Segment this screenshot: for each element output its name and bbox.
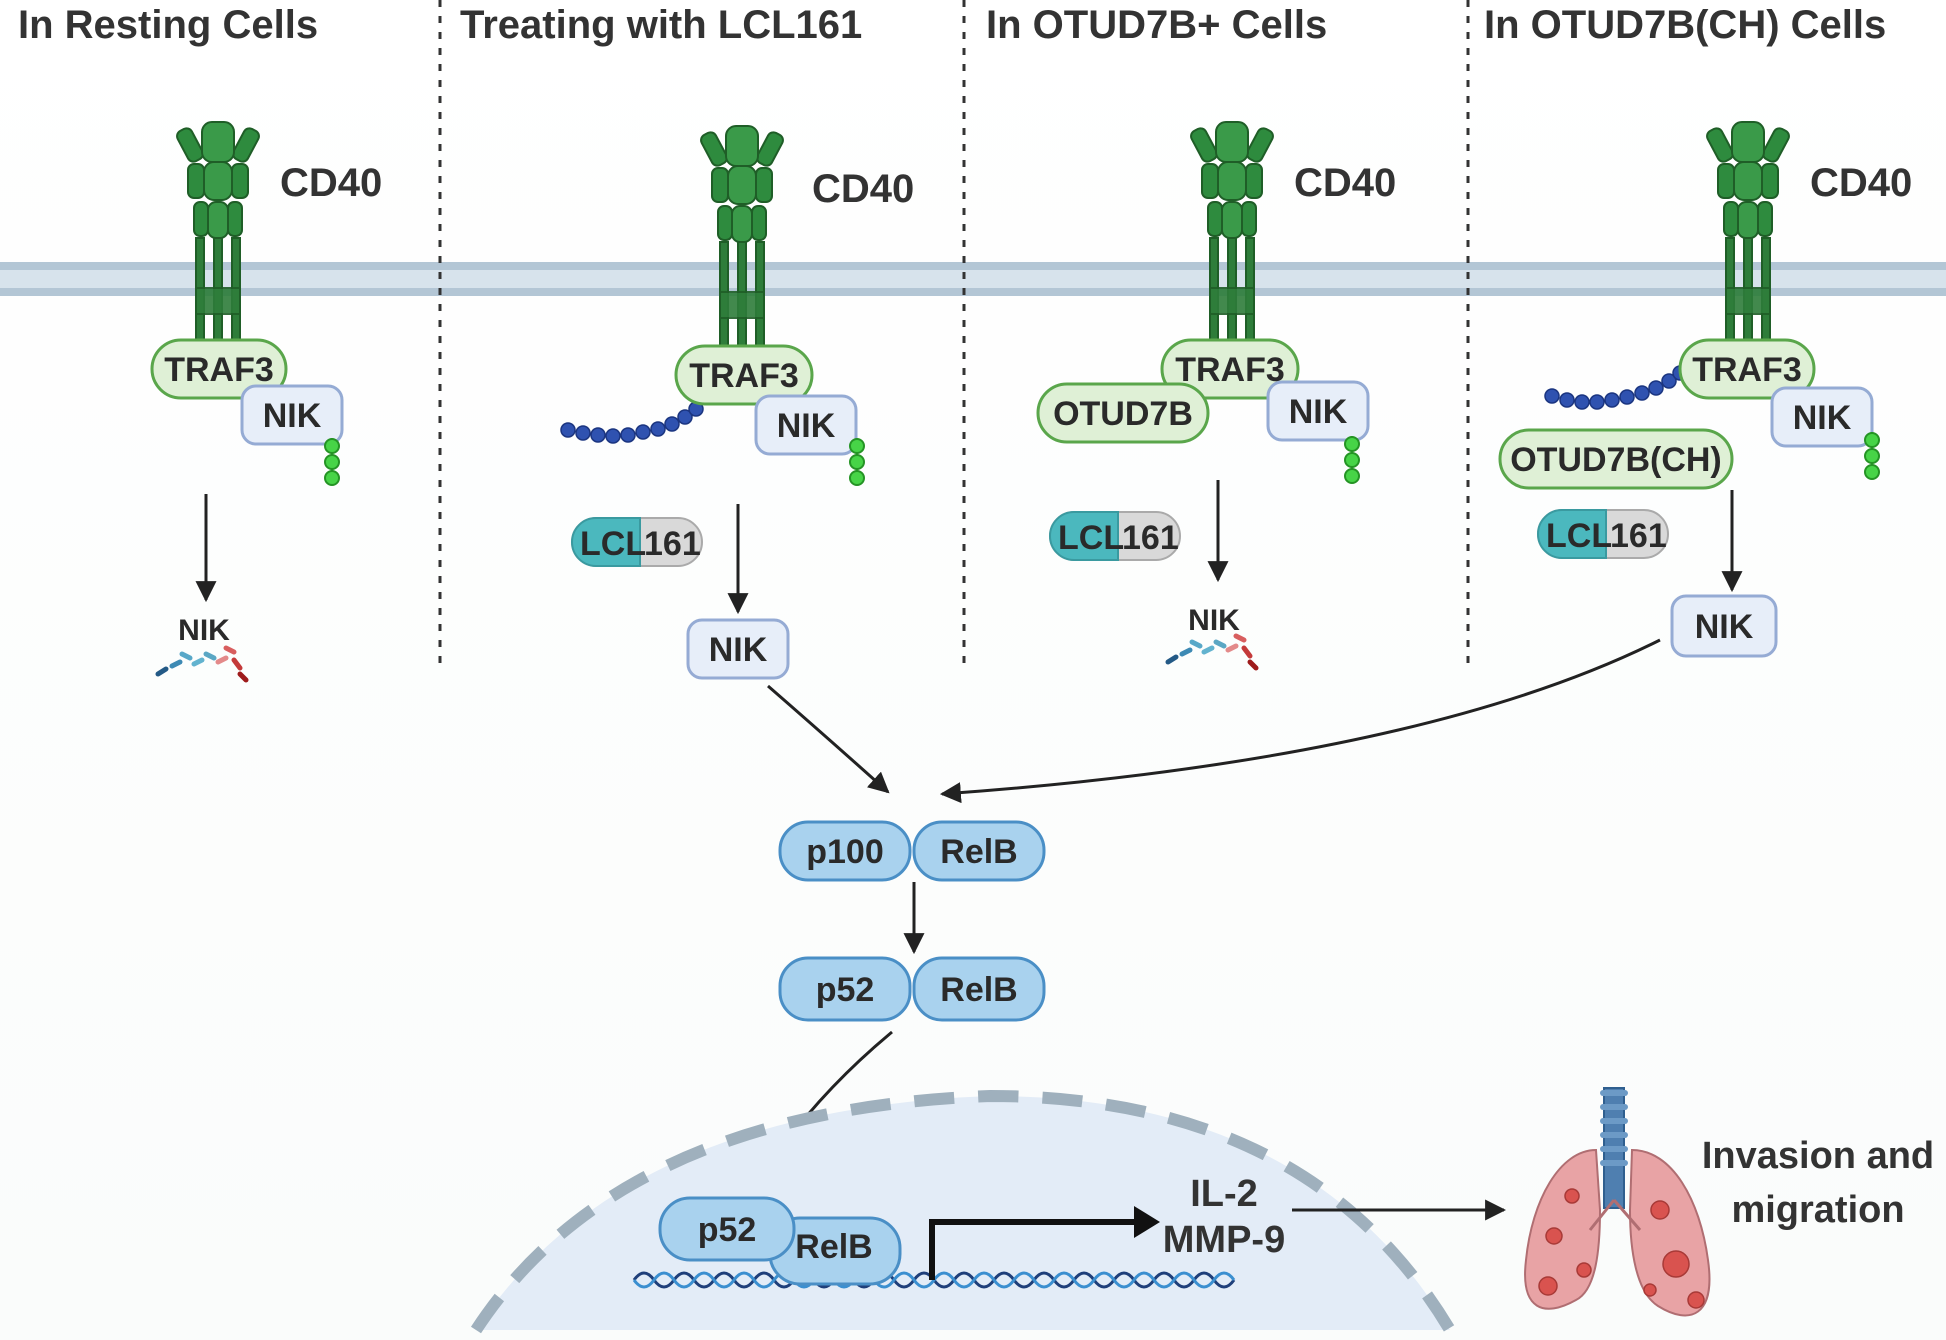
- header-otud7b-ch-cells: In OTUD7B(CH) Cells: [1484, 3, 1886, 47]
- nucleus: [470, 1089, 1456, 1334]
- traf3-protein: TRAF3: [150, 338, 288, 400]
- cd40-label: CD40: [1810, 161, 1912, 205]
- svg-text:TRAF3: TRAF3: [164, 351, 274, 389]
- header-lcl161-treatment: Treating with LCL161: [460, 3, 862, 47]
- ubiquitin-chain-icon: [1544, 365, 1688, 410]
- nik-degraded-label: NIK: [178, 614, 230, 647]
- p52-label: p52: [816, 971, 875, 1009]
- svg-text:OTUD7B(CH): OTUD7B(CH): [1510, 441, 1722, 479]
- nik-degraded-label: NIK: [1188, 604, 1240, 637]
- lcl161-drug: LCL 161: [1537, 509, 1669, 559]
- svg-text:LCL: LCL: [1546, 517, 1612, 555]
- gene-mmp9-label: MMP-9: [1163, 1219, 1285, 1261]
- ubiquitin-chain-icon: [560, 401, 704, 444]
- svg-text:NIK: NIK: [1289, 393, 1348, 431]
- nik-protein: NIK: [240, 384, 344, 446]
- p52-label: p52: [698, 1211, 757, 1249]
- lcl161-drug: LCL 161: [1049, 511, 1181, 561]
- cd40-label: CD40: [1294, 161, 1396, 205]
- svg-text:NIK: NIK: [709, 631, 768, 669]
- cell-membrane: [0, 262, 1946, 296]
- transcription-arrow: [929, 1219, 1134, 1280]
- svg-text:LCL: LCL: [1058, 519, 1124, 557]
- svg-text:NIK: NIK: [1793, 399, 1852, 437]
- relb-label: RelB: [795, 1228, 872, 1266]
- svg-text:161: 161: [1610, 517, 1667, 555]
- svg-text:161: 161: [644, 525, 701, 563]
- phosphorylation-icon: [849, 437, 865, 486]
- svg-text:TRAF3: TRAF3: [1175, 351, 1285, 389]
- nuclear-p52-relb-complex: p52 RelB: [658, 1196, 902, 1286]
- svg-text:161: 161: [1122, 519, 1179, 557]
- outcome-label-line1: Invasion and: [1702, 1135, 1934, 1177]
- nik-protein-stabilized: NIK: [1670, 594, 1778, 658]
- phosphorylation-icon: [324, 437, 340, 486]
- lungs-icon: [1524, 1087, 1711, 1317]
- nik-to-p100-arrow: [939, 638, 1661, 804]
- svg-text:LCL: LCL: [580, 525, 646, 563]
- gene-il2-label: IL-2: [1190, 1173, 1258, 1215]
- svg-text:OTUD7B: OTUD7B: [1053, 395, 1193, 433]
- svg-text:TRAF3: TRAF3: [689, 357, 799, 395]
- nik-protein: NIK: [754, 394, 858, 456]
- nik-protein: NIK: [1770, 386, 1874, 448]
- lcl161-drug: LCL 161: [571, 517, 703, 567]
- svg-text:TRAF3: TRAF3: [1692, 351, 1802, 389]
- svg-text:NIK: NIK: [777, 407, 836, 445]
- p52-relb-complex: p52 RelB: [778, 956, 1046, 1022]
- traf3-protein: TRAF3: [674, 344, 814, 406]
- phosphorylation-icon: [1344, 435, 1360, 484]
- relb-label: RelB: [940, 971, 1017, 1009]
- svg-text:NIK: NIK: [1695, 608, 1754, 646]
- otud7b-protein: OTUD7B: [1036, 382, 1210, 444]
- nik-to-p100-arrow: [767, 684, 890, 794]
- svg-text:NIK: NIK: [263, 397, 322, 435]
- outcome-label-line2: migration: [1731, 1189, 1904, 1231]
- p100-relb-complex: p100 RelB: [778, 820, 1046, 882]
- p100-label: p100: [806, 833, 884, 871]
- relb-label: RelB: [940, 833, 1017, 871]
- cd40-label: CD40: [280, 161, 382, 205]
- nik-protein: NIK: [1266, 380, 1370, 442]
- nik-protein-stabilized: NIK: [686, 618, 790, 680]
- transcription-arrowhead: [1134, 1206, 1160, 1238]
- phosphorylation-icon: [1864, 431, 1880, 480]
- traf3-protein: TRAF3: [1160, 338, 1300, 400]
- cd40-label: CD40: [812, 167, 914, 211]
- traf3-protein: TRAF3: [1678, 338, 1816, 400]
- otud7b-ch-protein: OTUD7B(CH): [1498, 428, 1734, 490]
- header-resting-cells: In Resting Cells: [18, 3, 318, 47]
- header-otud7b-cells: In OTUD7B+ Cells: [986, 3, 1327, 47]
